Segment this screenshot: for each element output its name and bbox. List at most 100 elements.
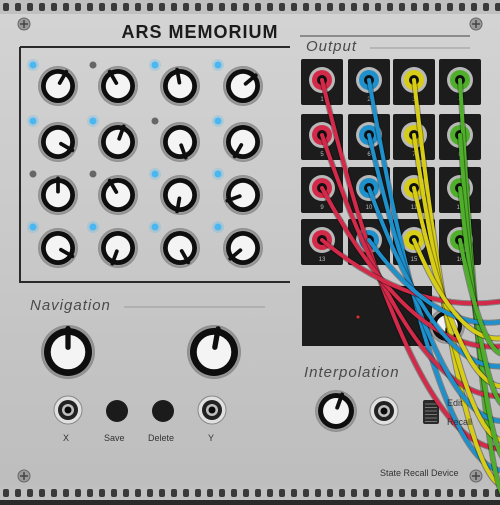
memory-knob[interactable]: [223, 66, 263, 106]
rail-slot: [471, 3, 477, 11]
led-icon: [89, 223, 97, 231]
rail-slot: [375, 3, 381, 11]
memory-knob[interactable]: [38, 66, 78, 106]
rail-slot: [231, 3, 237, 11]
save-button[interactable]: [106, 400, 128, 422]
memory-knob[interactable]: [98, 122, 138, 162]
memory-knob[interactable]: [38, 175, 78, 215]
memory-knob[interactable]: [160, 122, 200, 162]
rail-slot: [363, 489, 369, 497]
led-icon: [89, 61, 97, 69]
led-icon: [214, 117, 222, 125]
y-navigation-knob[interactable]: [187, 325, 241, 379]
rail-slot: [351, 489, 357, 497]
memory-knob[interactable]: [160, 66, 200, 106]
save-button-label: Save: [104, 433, 125, 443]
rail-slot: [63, 489, 69, 497]
screw-icon: [469, 17, 483, 31]
edit-mode-label: Edit: [447, 398, 463, 408]
rail-slot: [267, 489, 273, 497]
led-icon: [151, 223, 159, 231]
output-number-label: 10: [366, 205, 373, 211]
interpolation-section-label: Interpolation: [304, 364, 400, 381]
rail-slot: [423, 489, 429, 497]
memory-knob[interactable]: [98, 175, 138, 215]
y-cv-input-jack[interactable]: [197, 395, 227, 425]
interpolation-cv-jack[interactable]: [369, 396, 399, 426]
interpolation-knob[interactable]: [315, 390, 357, 432]
led-icon: [214, 170, 222, 178]
rail-slot: [459, 489, 465, 497]
rail-slot: [435, 3, 441, 11]
delete-button[interactable]: [152, 400, 174, 422]
delete-button-label: Delete: [148, 433, 175, 443]
rail-slot: [399, 489, 405, 497]
memory-knob[interactable]: [223, 228, 263, 268]
rail-slot: [303, 489, 309, 497]
led-icon: [214, 223, 222, 231]
led-glow: [149, 59, 161, 71]
led-glow: [87, 115, 99, 127]
rail-slot: [51, 3, 57, 11]
x-navigation-knob[interactable]: [41, 325, 95, 379]
memory-knob[interactable]: [223, 122, 263, 162]
rail-slot: [159, 3, 165, 11]
rail-slot: [183, 489, 189, 497]
rail-slot: [387, 489, 393, 497]
led-icon: [151, 170, 159, 178]
led-icon: [151, 117, 159, 125]
x-cv-input-jack[interactable]: [53, 395, 83, 425]
rail-slot: [267, 3, 273, 11]
rail-slot: [291, 3, 297, 11]
rail-slot: [231, 489, 237, 497]
rail-slot: [27, 3, 33, 11]
rail-slot: [243, 489, 249, 497]
rail-slot: [471, 489, 477, 497]
output-number-label: 15: [411, 257, 418, 263]
knob-grid-frame: [19, 46, 290, 283]
cable-icon: [411, 185, 500, 390]
led-icon: [29, 61, 37, 69]
rail-slot: [99, 489, 105, 497]
led-glow: [27, 221, 39, 233]
toggle-switch-icon[interactable]: [423, 400, 439, 424]
memory-knob[interactable]: [98, 228, 138, 268]
memory-knob[interactable]: [160, 228, 200, 268]
led-icon: [89, 170, 97, 178]
rail-slot: [351, 3, 357, 11]
rail-slot: [27, 489, 33, 497]
rail-slot: [435, 489, 441, 497]
memory-knob[interactable]: [38, 122, 78, 162]
memory-knob[interactable]: [98, 66, 138, 106]
output-number-label: 13: [319, 257, 326, 263]
led-icon: [89, 117, 97, 125]
rail-slot: [195, 489, 201, 497]
memory-knob[interactable]: [223, 175, 263, 215]
rail-slot: [327, 489, 333, 497]
output-number-label: 11: [411, 205, 418, 211]
cable-icon: [457, 237, 500, 357]
rail-slot: [387, 3, 393, 11]
led-glow: [212, 115, 224, 127]
rail-slot: [63, 3, 69, 11]
memory-knob[interactable]: [38, 228, 78, 268]
rail-slot: [483, 489, 489, 497]
rail-slot: [87, 489, 93, 497]
memory-knob[interactable]: [160, 175, 200, 215]
rail-slot: [123, 489, 129, 497]
rail-slot: [303, 3, 309, 11]
rail-slot: [135, 3, 141, 11]
rail-slot: [375, 489, 381, 497]
rail-slot: [399, 3, 405, 11]
screw-icon: [17, 469, 31, 483]
led-glow: [87, 221, 99, 233]
output-number-label: 9: [320, 205, 324, 211]
rail-slot: [279, 489, 285, 497]
rail-slot: [327, 3, 333, 11]
rail-slot: [447, 3, 453, 11]
rail-slot: [183, 3, 189, 11]
cable-icon: [366, 237, 500, 326]
led-glow: [212, 221, 224, 233]
rail-slot: [147, 3, 153, 11]
